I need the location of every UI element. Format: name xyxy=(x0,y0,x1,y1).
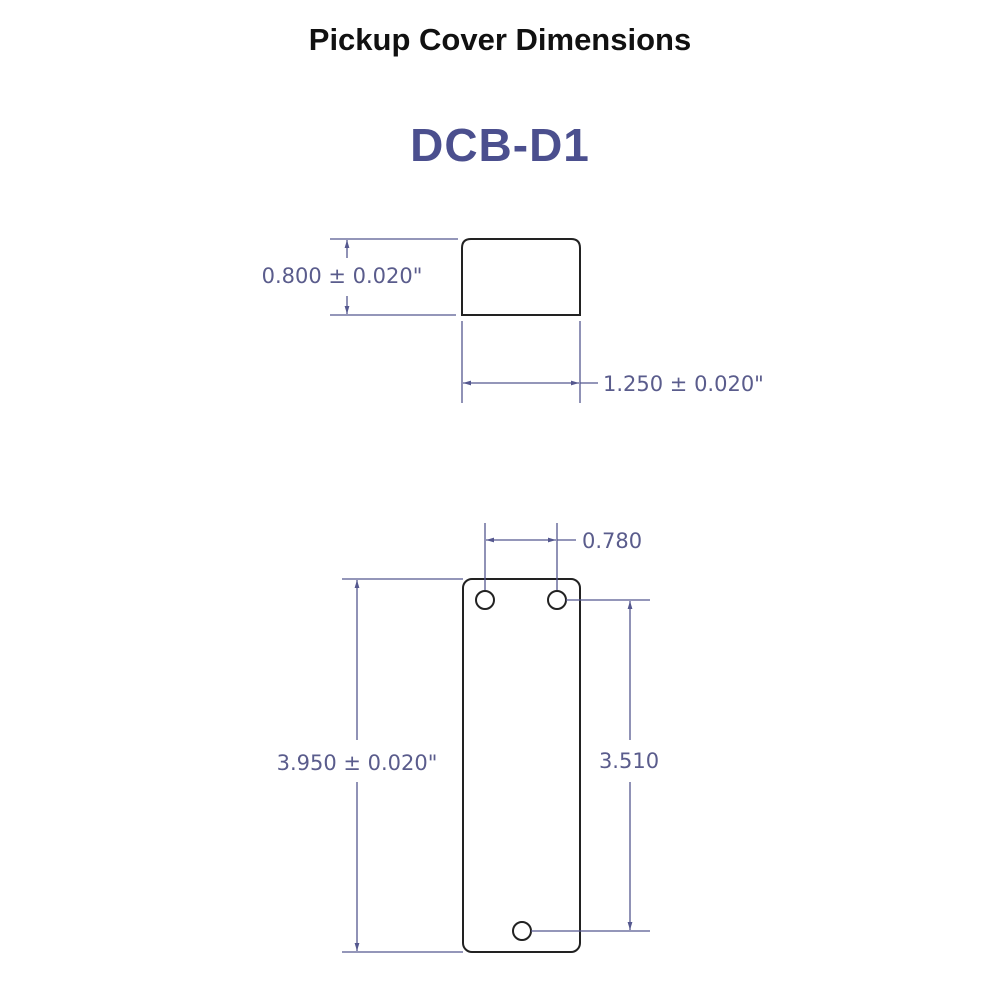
model-name: DCB-D1 xyxy=(410,119,590,171)
width-dimension-label: 1.250 ± 0.020" xyxy=(603,372,764,396)
side-view-outline xyxy=(461,238,581,316)
hole-spacing-label: 0.780 xyxy=(582,529,642,553)
mounting-hole xyxy=(512,921,532,941)
page-title: Pickup Cover Dimensions xyxy=(308,22,692,57)
side-view: 0.800 ± 0.020" 1.250 ± 0.020" xyxy=(262,238,764,403)
length-dimension-label: 3.950 ± 0.020" xyxy=(277,751,438,775)
mounting-hole xyxy=(547,590,567,610)
top-view-outline xyxy=(462,578,581,953)
top-view: 0.780 3.950 ± 0.020" 3.510 xyxy=(277,523,659,953)
mounting-hole xyxy=(475,590,495,610)
hole-offset-label: 3.510 xyxy=(599,749,659,773)
height-dimension-label: 0.800 ± 0.020" xyxy=(262,264,423,288)
